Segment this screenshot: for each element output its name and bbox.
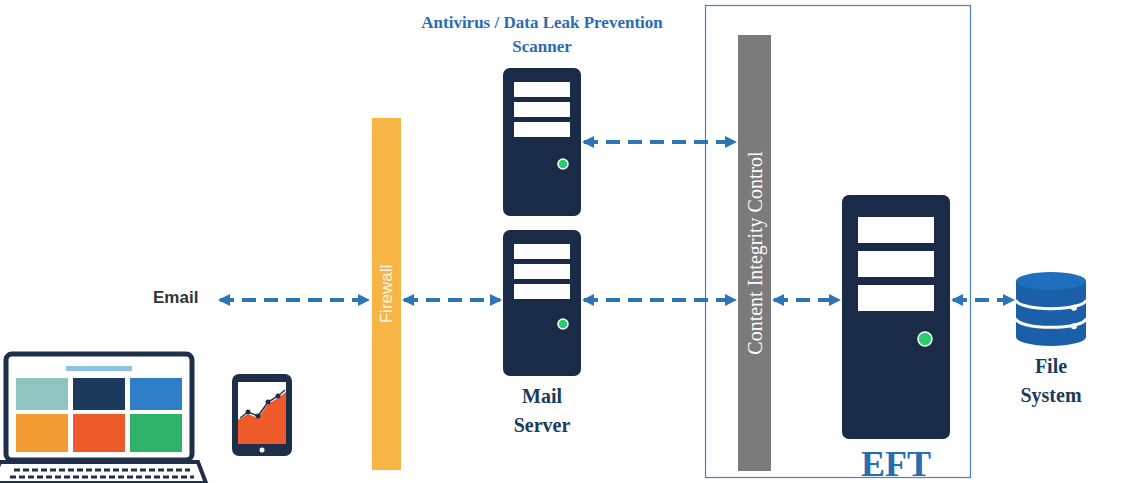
tablet-icon	[232, 374, 292, 456]
node-label: EFT	[836, 445, 956, 483]
server-icon	[842, 195, 950, 439]
scanner-server: Antivirus / Data Leak Prevention Scanner	[503, 68, 581, 216]
data-flow-arrow	[953, 298, 1013, 302]
server-icon	[503, 230, 581, 376]
mail-server: Mail Server	[503, 230, 581, 376]
email-arrow	[220, 298, 368, 302]
data-flow-arrow	[404, 298, 500, 302]
file-system: File System	[1016, 272, 1086, 346]
eft-server: EFT	[842, 195, 950, 439]
data-flow-arrow	[584, 298, 735, 302]
data-flow-arrow	[774, 298, 839, 302]
data-flow-arrow	[584, 140, 735, 144]
bar-label: Content Integrity Control	[743, 151, 766, 354]
flow-label: Email	[153, 288, 198, 308]
server-icon	[503, 68, 581, 216]
node-label: Antivirus / Data Leak Prevention Scanner	[407, 11, 677, 60]
group-outline	[706, 6, 971, 478]
node-label: Mail Server	[497, 382, 587, 440]
firewall-bar: Firewall	[372, 118, 401, 470]
bar-label: Firewall	[377, 265, 397, 324]
database-icon	[1016, 272, 1086, 346]
node-label: File System	[1006, 352, 1096, 410]
integrity-bar: Content Integrity Control	[738, 35, 771, 471]
laptop-icon	[0, 354, 206, 483]
